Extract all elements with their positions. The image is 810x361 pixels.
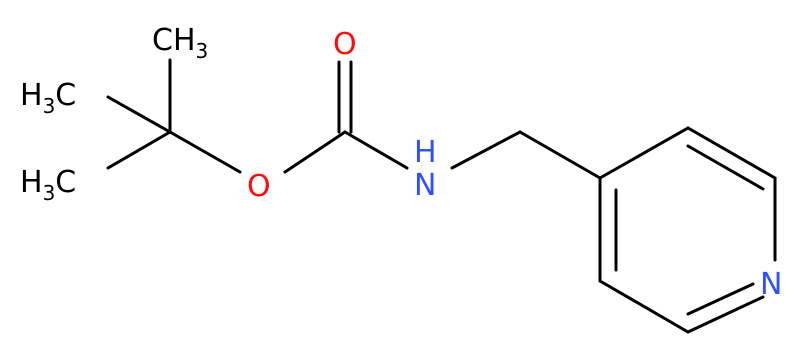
bond-quaternary-to-ester-oxygen [168, 130, 242, 174]
ring-bond-c3-c2-inner [686, 144, 765, 191]
ring-bond-c6-c5 [598, 279, 690, 334]
ring-bond-n1-c6-inner [686, 282, 755, 316]
bond-methylene-to-ring [518, 130, 602, 180]
bond-ester-oxygen-to-carbonyl [283, 130, 347, 174]
methyl-left1-label: H3C [20, 78, 76, 118]
ring-bond-c3-c2 [686, 126, 777, 180]
methyl-left2-label: H3C [20, 165, 76, 205]
ring-bond-n1-c6 [686, 295, 765, 334]
ring-bond-c4-c3 [598, 126, 690, 180]
bond-quaternary-to-methyl-left1 [106, 95, 172, 134]
carbonyl-oxygen-label: O [333, 27, 357, 62]
ring-nitrogen-label: N [760, 267, 782, 302]
amide-nitrogen-hydrogen-label: H [414, 135, 437, 170]
ester-oxygen-label: O [247, 169, 271, 204]
bond-nitrogen-to-methylene [450, 130, 522, 170]
methyl-top-label: CH3 [152, 23, 208, 63]
bond-quaternary-to-methyl-left2 [106, 130, 172, 170]
bond-carbonyl-to-nitrogen [343, 130, 409, 170]
amide-nitrogen-label: N [414, 168, 436, 203]
